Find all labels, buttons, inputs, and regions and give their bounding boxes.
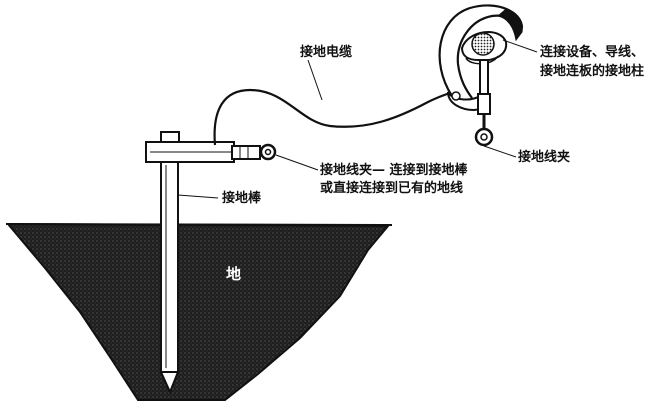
label-right-clamp: 接地线夹 — [518, 150, 571, 165]
label-left-clamp-line1: 接地线夹— 连接到接地棒 — [320, 163, 468, 178]
ground-cable — [213, 88, 453, 146]
earth-pit — [5, 222, 393, 401]
label-ground-rod: 接地棒 — [222, 191, 262, 206]
label-earth: 地 — [226, 265, 242, 283]
label-left-clamp-line2: 或直接连接到已有的地线 — [320, 181, 464, 196]
rod-clamp — [145, 131, 277, 163]
leader-lines — [177, 39, 538, 199]
label-connection-target-line2: 接地连板的接地柱 — [540, 64, 645, 79]
ground-rod — [159, 159, 180, 395]
label-connection-target-line1: 连接设备、导线、 — [540, 45, 645, 60]
label-ground-cable: 接地电缆 — [300, 45, 353, 60]
c-clamp — [438, 4, 524, 147]
